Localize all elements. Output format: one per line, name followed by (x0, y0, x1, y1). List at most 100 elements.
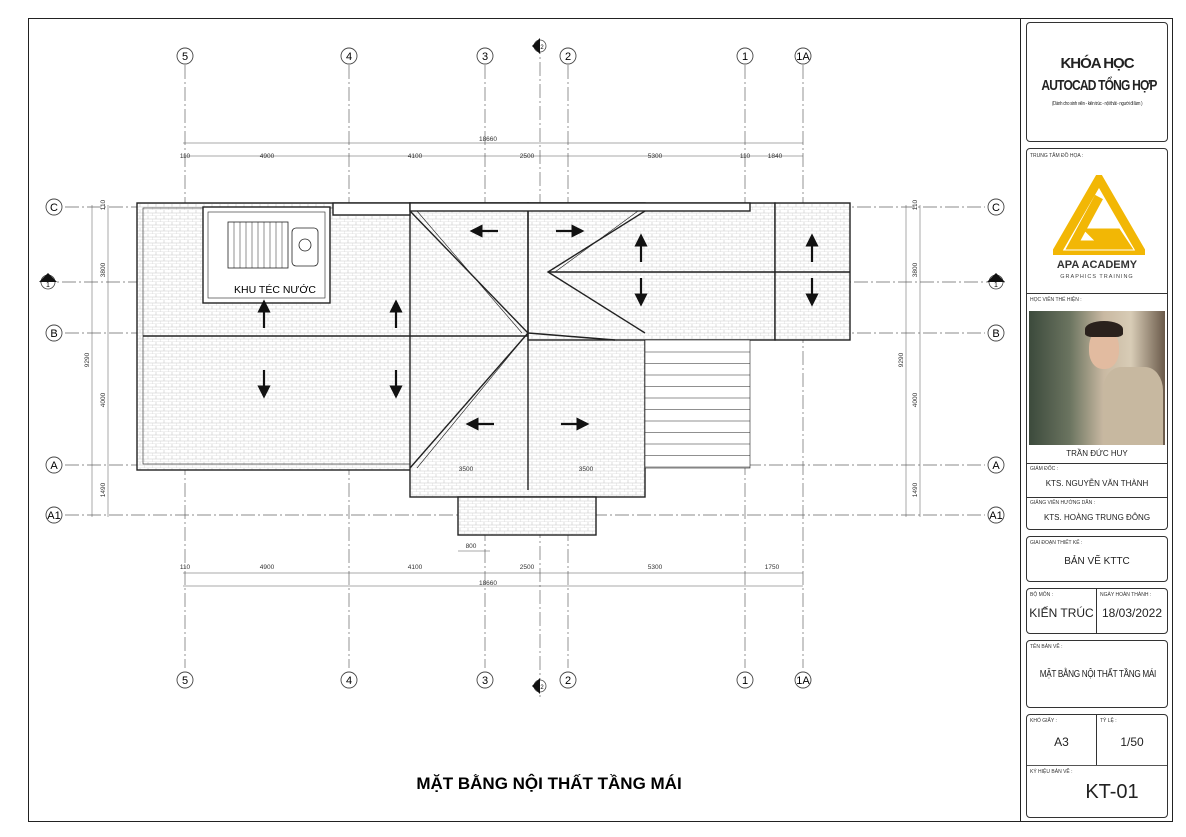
grid-label: A1 (47, 510, 60, 522)
section-marker-icon: 2 (532, 38, 547, 54)
drawing-frame (28, 18, 1173, 822)
dimension-label: 800 (466, 543, 477, 550)
dimension-label: 1490 (100, 482, 107, 497)
grid-bubble-col: 2 (559, 47, 577, 65)
titleblock-divider (1020, 18, 1021, 822)
grid-bubble-col: 4 (340, 47, 358, 65)
course-box: KHÓA HỌC AUTOCAD TỔNG HỢP (Dành cho sinh… (1026, 22, 1168, 142)
apa-logo-icon (1053, 175, 1145, 255)
grid-bubble-col: 5 (176, 671, 194, 689)
grid-bubble-col: 1A (794, 671, 812, 689)
grid-label: 2 (565, 675, 571, 687)
grid-bubble-col: 3 (476, 47, 494, 65)
grid-bubble-row: C (987, 198, 1005, 216)
date-value: 18/03/2022 (1101, 606, 1163, 620)
student-label: HỌC VIÊN THỂ HIỆN : (1030, 297, 1082, 303)
grid-label: B (50, 328, 57, 340)
dimension-label: 3500 (459, 466, 474, 473)
paper-value: A3 (1054, 735, 1069, 749)
instructor-name: KTS. HOÀNG TRUNG ĐÔNG (1043, 513, 1151, 522)
grid-label: A1 (989, 510, 1002, 522)
paper-scale-code-box: KHỔ GIẤY : A3 TỶ LỆ : 1/50 KÝ HIỆU BẢN V… (1026, 714, 1168, 818)
dimension-label: 2500 (520, 153, 535, 160)
dimension-label: 110 (180, 564, 191, 571)
room-label: KHU TÉC NƯỚC (234, 283, 316, 296)
grid-bubble-row: B (45, 324, 63, 342)
grid-label: 4 (346, 675, 352, 687)
sheet-name-box: TÊN BẢN VẼ : MẶT BẰNG NỘI THẤT TẦNG MÁI (1026, 640, 1168, 708)
course-title-1: KHÓA HỌC (1060, 55, 1134, 72)
director-label: GIÁM ĐỐC : (1030, 466, 1059, 472)
section-marker-icon: 1 (39, 273, 57, 290)
dept-label: BỘ MÔN : (1030, 592, 1054, 598)
dimension-label: 3800 (912, 262, 919, 277)
dimension-label: 1840 (768, 153, 783, 160)
student-photo (1029, 311, 1165, 445)
section-marker-label: 1 (46, 282, 50, 289)
section-marker-label: 1 (994, 282, 998, 289)
dimension-label: 18660 (479, 136, 497, 143)
grid-bubble-row: C (45, 198, 63, 216)
grid-bubble-col: 2 (559, 671, 577, 689)
section-marker-label: 2 (540, 45, 544, 51)
section-marker-label: 2 (540, 685, 544, 691)
code-value: KT-01 (1085, 781, 1139, 803)
dimension-label: 5300 (648, 564, 663, 571)
dimension-label: 4000 (100, 392, 107, 407)
dimension-label: 9290 (898, 352, 905, 367)
phase-box: GIAI ĐOẠN THIẾT KẾ : BẢN VẼ KTTC (1026, 536, 1168, 582)
grid-bubble-row: B (987, 324, 1005, 342)
grid-bubble-col: 5 (176, 47, 194, 65)
dimension-label: 4000 (912, 392, 919, 407)
dimension-label: 3800 (100, 262, 107, 277)
grid-label: B (992, 328, 999, 340)
dimension-label: 110 (912, 199, 919, 210)
grid-label: 1 (742, 51, 748, 63)
logo-sub: GRAPHICS TRAINING (1060, 274, 1134, 280)
center-label: TRUNG TÂM ĐỒ HỌA : (1030, 153, 1084, 159)
phase-value: BẢN VẼ KTTC (1064, 556, 1130, 567)
logo-name: APA ACADEMY (1056, 259, 1138, 271)
section-marker-icon: 1 (987, 273, 1005, 290)
scale-value: 1/50 (1120, 735, 1144, 749)
grid-bubble-row: A1 (45, 506, 63, 524)
dimension-label: 3500 (579, 466, 594, 473)
dimension-label: 4900 (260, 153, 275, 160)
grid-label: A (992, 460, 1000, 472)
dimension-label: 2500 (520, 564, 535, 571)
sheet-name-label: TÊN BẢN VẼ : (1030, 644, 1063, 650)
dimension-label: 1750 (765, 564, 780, 571)
grid-bubble-col: 4 (340, 671, 358, 689)
roof-outline (136, 202, 851, 536)
dimension-label: 9290 (84, 352, 91, 367)
dimension-label: 4100 (408, 153, 423, 160)
dept-date-box: BỘ MÔN : KIẾN TRÚC NGÀY HOÀN THÀNH : 18/… (1026, 588, 1168, 634)
grid-bubble-row: A1 (987, 506, 1005, 524)
grid-bubble-row: A (987, 456, 1005, 474)
grid-label: 3 (482, 675, 488, 687)
director-name: KTS. NGUYỄN VĂN THÀNH (1045, 479, 1149, 488)
grid-label: 1A (796, 675, 810, 687)
grid-label: 3 (482, 51, 488, 63)
grid-label: 4 (346, 51, 352, 63)
scale-label: TỶ LỆ : (1100, 718, 1117, 724)
dept-value: KIẾN TRÚC (1029, 606, 1094, 620)
dimension-label: 110 (740, 153, 751, 160)
roof-plan-drawing: 5 5 4 4 3 3 2 2 1 1 1A 1A C C B B A A A1 A1 1 1 2 2 KHU TÉC NƯỚ… (39, 38, 1005, 793)
grid-bubble-col: 3 (476, 671, 494, 689)
dimension-label: 4100 (408, 564, 423, 571)
grid-label: A (50, 460, 58, 472)
grid-label: 2 (565, 51, 571, 63)
dimension-label: 5300 (648, 153, 663, 160)
section-marker-icon: 2 (532, 678, 547, 694)
grid-label: 1 (742, 675, 748, 687)
grid-bubble-col: 1 (736, 671, 754, 689)
dimension-label: 18660 (479, 580, 497, 587)
grid-label: 1A (796, 51, 810, 63)
grid-label: C (50, 202, 58, 214)
course-title-2: AUTOCAD TỔNG HỢP (1041, 77, 1157, 94)
date-label: NGÀY HOÀN THÀNH : (1100, 592, 1152, 598)
instructor-label: GIẢNG VIÊN HƯỚNG DẪN : (1030, 500, 1095, 506)
academy-box: TRUNG TÂM ĐỒ HỌA : APA ACADEMY GRAPHICS … (1026, 148, 1168, 530)
course-subtitle: (Dành cho sinh viên - kiến trúc - nội th… (1051, 101, 1143, 107)
